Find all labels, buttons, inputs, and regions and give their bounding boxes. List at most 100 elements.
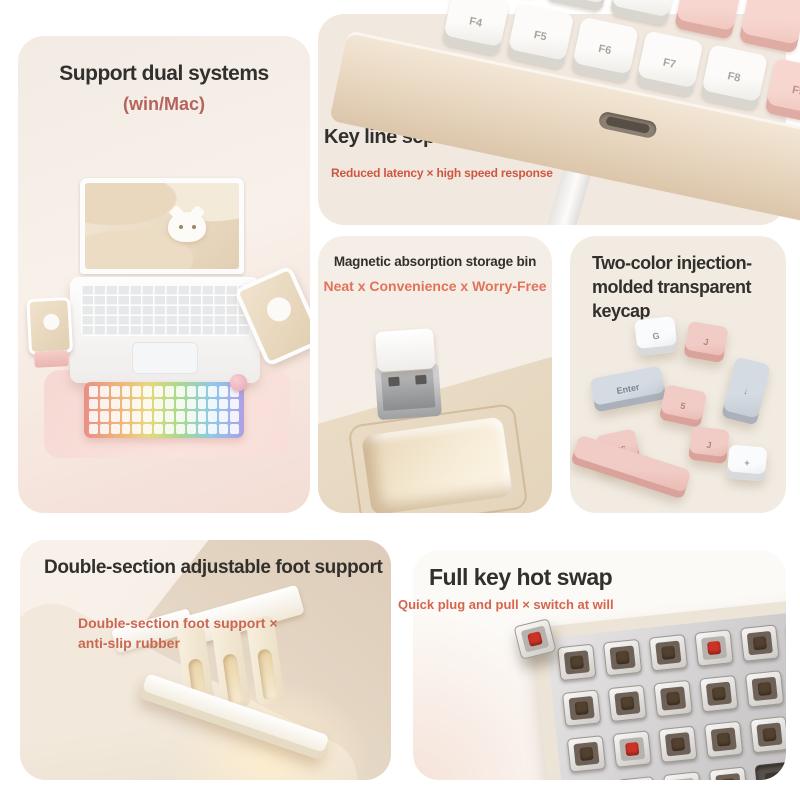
laptop-photo [70,178,260,383]
mini-key [175,411,185,422]
mini-key [89,423,98,434]
brown-switch [648,633,689,672]
empty-socket [754,761,786,780]
dual-systems-title: Support dual systems [59,62,269,85]
mini-key [143,386,153,397]
brown-switch [704,720,744,759]
storage-bin-subtitle: Neat x Convenience x Worry-Free [323,278,547,294]
mini-key [110,423,120,434]
pink-keycap [738,0,800,54]
mini-key [89,411,98,422]
mini-key [154,398,163,409]
brown-switch [740,624,780,662]
white-keycap: F5 [506,2,575,70]
brown-switch [566,735,607,773]
mini-key [230,411,239,422]
hot-swap-board-photo [531,583,786,780]
mini-key [197,423,207,434]
foot-title: Double-section adjustable foot support [44,557,383,578]
mini-key [154,423,163,434]
mini-key [143,423,153,434]
storage-bin-title: Magnetic absorption storage bin [333,254,537,269]
panel-storage-bin: Magnetic absorption storage bin Neat x C… [318,236,552,513]
mini-key [208,386,218,397]
brown-switch [561,689,602,727]
mini-key [164,423,174,434]
keycap-G: G [634,316,678,356]
keycap-J: J [688,425,730,465]
mini-key [186,411,196,422]
mini-key [208,423,218,434]
mini-key [132,423,142,434]
pink-keycap: F9 [764,57,800,125]
keycap-Enter: Enter [589,365,667,413]
mini-key [121,411,131,422]
mini-key [89,398,98,409]
mini-key [99,411,109,422]
mini-key [121,386,131,397]
mini-key [197,398,207,409]
mini-key [110,386,120,397]
phone-screen [26,296,74,356]
mini-key [219,423,229,434]
mini-key [132,386,142,397]
white-keycap: F6 [570,16,640,84]
brown-switch [602,638,643,677]
mini-key [175,386,185,397]
mini-key [219,398,229,409]
brown-switch [617,776,657,780]
brown-switch [658,725,698,764]
laptop-trackpad [132,342,198,374]
mini-key [164,398,174,409]
foot-subtitle: Double-section foot support × anti-slip … [78,615,278,651]
mini-key [175,423,185,434]
volume-knob [230,374,247,391]
panel-transparent-keycap: Two-color injection-molded transparent k… [570,236,786,513]
mini-key [154,411,163,422]
dongle-body [375,328,436,373]
mini-key [208,398,218,409]
usb-c-port [597,110,658,140]
mini-key [154,386,163,397]
laptop-keyboard [81,286,249,336]
laptop-screen [80,178,244,274]
keycap-title: Two-color injection-molded transparent k… [592,253,752,321]
mini-key [219,411,229,422]
keycap-↓: ↓ [721,356,771,426]
mini-key [110,398,120,409]
mini-key [132,398,142,409]
dongle-metal-shield [374,363,442,421]
mini-key [208,411,218,422]
cat-wallpaper [85,183,239,269]
white-keycap: F8 [699,44,769,111]
mini-key [186,386,196,397]
panel-foot-support: Double-section adjustable foot support D… [20,540,391,780]
switch-grid [557,606,786,780]
mini-key [197,411,207,422]
pink-keycap [673,0,743,40]
brown-switch [557,643,597,682]
panel-support-dual-systems: Support dual systems (win/Mac) [18,36,310,513]
usb-dongle [374,328,442,421]
red-switch [694,629,734,667]
mini-key [132,411,142,422]
rgb-keyboard [84,374,247,438]
rgb-keyboard-keys [89,386,239,434]
brown-switch [607,684,648,723]
switch-plate [546,594,786,780]
mini-key [143,398,153,409]
hot-swap-subtitle: Quick plug and pull × switch at will [398,597,614,612]
mini-key [164,386,174,397]
red-switch [663,771,703,780]
dual-systems-subtitle: (win/Mac) [122,94,205,114]
mini-key [110,411,120,422]
keycap-J: J [683,320,729,364]
mini-key [121,398,131,409]
mini-key [230,398,239,409]
keycap-+: + [726,444,768,482]
keycap-5: 5 [658,384,708,428]
mini-key [143,411,153,422]
red-switch [612,730,652,768]
mini-key [99,398,109,409]
white-keycap [609,0,678,27]
